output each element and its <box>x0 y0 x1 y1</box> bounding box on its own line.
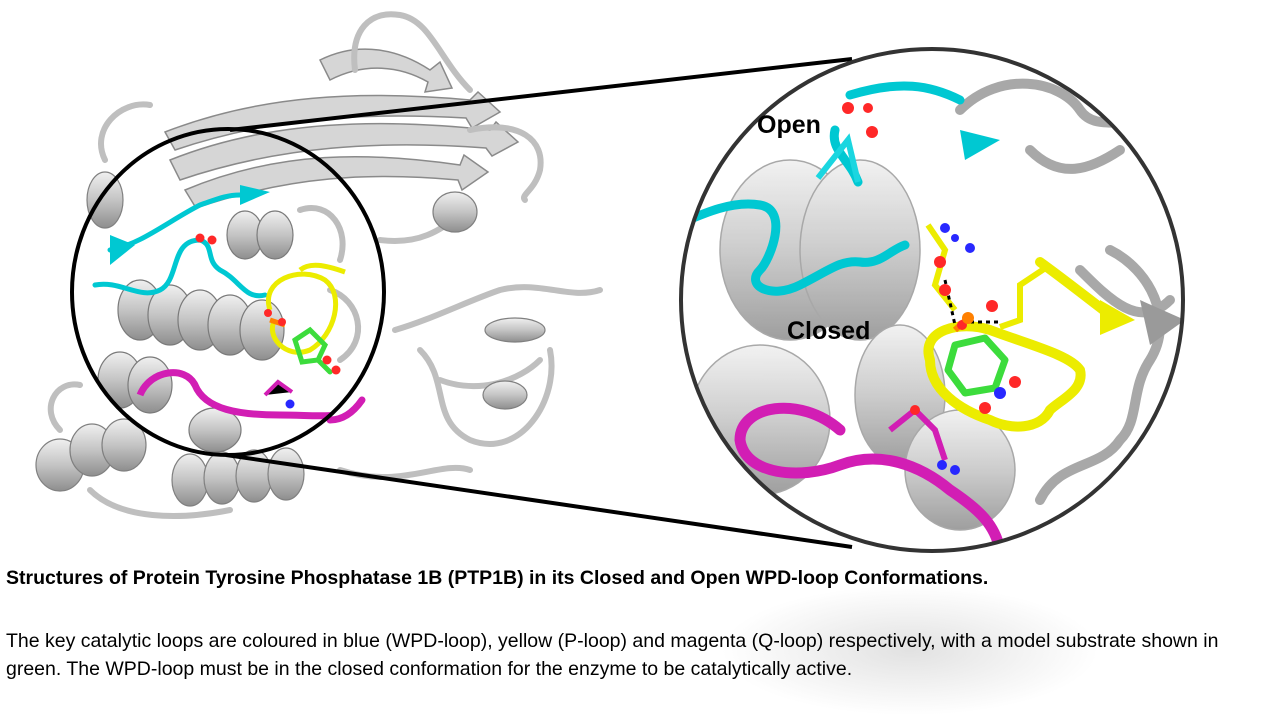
ptp1b-structure-figure: Open Closed <box>35 11 1185 553</box>
zoom-connector-bottom <box>225 453 853 549</box>
zoom-connector-top <box>229 57 853 132</box>
label-closed: Closed <box>787 317 870 345</box>
caption-shadow <box>720 585 1100 716</box>
caption-body: The key catalytic loops are coloured in … <box>6 630 1219 680</box>
zoomed-active-site <box>681 49 1183 551</box>
caption-title: Structures of Protein Tyrosine Phosphata… <box>6 567 989 589</box>
zoom-circle-border <box>679 47 1185 553</box>
label-open: Open <box>757 111 821 139</box>
full-protein-cartoon <box>35 11 603 519</box>
